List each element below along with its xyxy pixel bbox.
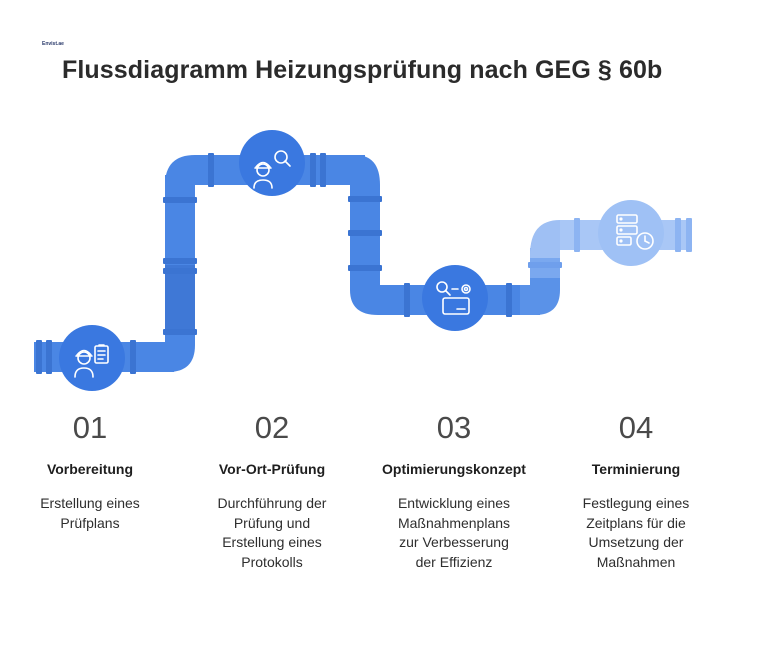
step-description: Erstellung eines Prüfplans [40, 495, 140, 531]
pipe-flanges [36, 153, 692, 374]
logo-text: Envist.ae [42, 41, 64, 47]
flange [163, 197, 197, 203]
step-number: 02 [254, 410, 290, 445]
flange [320, 153, 326, 187]
pipe-segment-shade [165, 265, 195, 329]
step-number: 01 [72, 410, 108, 445]
page-title: Flussdiagramm Heizungsprüfung nach GEG §… [62, 56, 663, 84]
pipe-segment [350, 185, 380, 290]
step-description: Festlegung eines Zeitplans für die Umset… [582, 495, 690, 570]
worker-search-icon [253, 150, 291, 189]
step-label: Terminierung [591, 461, 681, 477]
flange [130, 340, 136, 374]
step-node-2 [239, 130, 305, 196]
flange [404, 283, 410, 317]
server-clock-icon [616, 214, 654, 250]
step-description: Durchführung der Prüfung und Erstellung … [217, 495, 327, 570]
flange [506, 283, 512, 317]
pipe-elbow [345, 155, 380, 190]
flange [675, 218, 681, 252]
flange [348, 265, 382, 271]
flange [36, 340, 42, 374]
flange [163, 329, 197, 335]
pipe-segments [34, 155, 690, 372]
step-node-3 [422, 265, 488, 331]
search-gear-card-icon [436, 281, 471, 315]
flange [208, 153, 214, 187]
step-number: 03 [436, 410, 472, 445]
flange [46, 340, 52, 374]
step-label: Vorbereitung [46, 461, 134, 477]
step-label: Optimierungskonzept [382, 461, 526, 477]
flange [348, 230, 382, 236]
flange [686, 218, 692, 252]
step-description: Entwicklung eines Maßnahmenplans zur Ver… [397, 495, 511, 570]
flange [163, 258, 197, 264]
flange [310, 153, 316, 187]
flange [528, 262, 562, 268]
step-number: 04 [618, 410, 654, 445]
flange [348, 196, 382, 202]
worker-clipboard-icon [74, 344, 109, 378]
brand-logo: Envist.ae [40, 39, 64, 49]
step-node-1 [59, 325, 125, 391]
flange [163, 268, 197, 274]
flange [574, 218, 580, 252]
step-node-4 [598, 200, 664, 266]
step-label: Vor-Ort-Prüfung [218, 461, 326, 477]
pipe-elbow [520, 272, 560, 315]
